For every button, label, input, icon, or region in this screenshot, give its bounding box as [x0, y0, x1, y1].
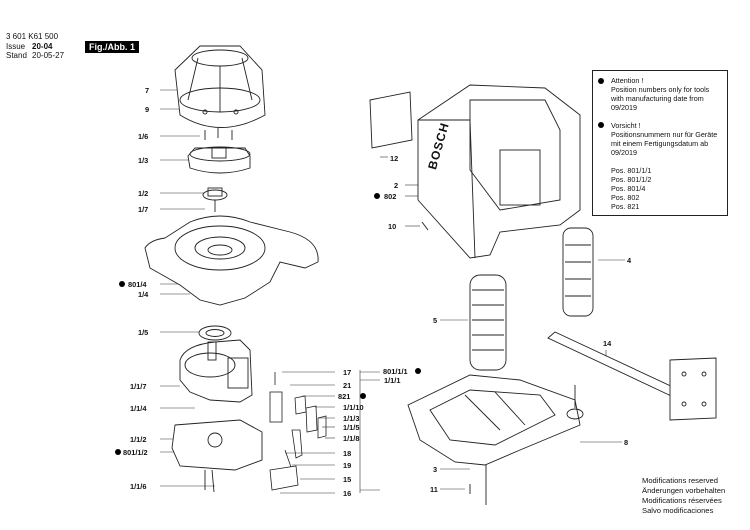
vorsicht-line: 09/2019	[611, 148, 637, 157]
pos-label: 1/1/8	[343, 434, 360, 443]
pos-label: 5	[433, 316, 438, 325]
pos-label: 1/6	[138, 132, 149, 141]
issue-label: Issue	[6, 42, 26, 51]
pos-label: 801/1/1	[383, 367, 408, 376]
bullet-icon	[598, 78, 604, 84]
pos-label: 1/1/2	[130, 435, 147, 444]
part-strip	[547, 331, 717, 421]
pos-label: 1/1/3	[343, 414, 360, 423]
pos-label: 18	[343, 449, 352, 458]
pos-label: 1/1/1	[384, 376, 401, 385]
part-housing	[417, 84, 581, 259]
bullet-icon	[598, 122, 604, 128]
footer-line: Modifications reserved	[642, 476, 718, 485]
pos-label: 19	[343, 461, 352, 470]
attention-line: with manufacturing date from	[611, 94, 704, 103]
pos-label: 15	[343, 475, 352, 484]
pos-label: 21	[343, 381, 352, 390]
part-label-sheet	[369, 91, 413, 149]
attention-line: 09/2019	[611, 103, 637, 112]
pos-label: 801/1/2	[123, 448, 148, 457]
bullet-icon	[119, 281, 125, 287]
position-item: Pos. 801/1/1	[611, 166, 652, 175]
position-item: Pos. 821	[611, 202, 640, 211]
part-small-gear	[202, 187, 228, 212]
part-bellows	[469, 274, 507, 371]
pos-label: 1/3	[138, 156, 149, 165]
pos-label: 12	[390, 154, 399, 163]
part-circuit-board	[171, 419, 263, 493]
stand-label: Stand	[6, 51, 27, 60]
footer-line: Modifications réservées	[642, 496, 722, 505]
part-hood	[174, 45, 266, 128]
stand-value: 20-05-27	[32, 51, 65, 60]
pos-label: 1/5	[138, 328, 149, 337]
issue-value: 20-04	[32, 42, 53, 51]
pos-label: 1/1/10	[343, 403, 364, 412]
position-item: Pos. 801/4	[611, 184, 646, 193]
bullet-icon	[115, 449, 121, 455]
pos-label: 1/2	[138, 189, 149, 198]
footer-notes: Modifications reserved Änderungen vorbeh…	[642, 476, 725, 516]
pos-label: 14	[603, 339, 612, 348]
pos-label: 2	[394, 181, 399, 190]
position-item: Pos. 802	[611, 193, 640, 202]
part-head	[187, 128, 251, 174]
pos-label: 1/1/4	[130, 404, 147, 413]
pos-label: 1/7	[138, 205, 149, 214]
pos-label: 1/1/7	[130, 382, 147, 391]
pos-label: 821	[338, 392, 351, 401]
pos-label: 11	[430, 485, 438, 494]
bullet-icon	[415, 368, 421, 374]
part-screws	[421, 221, 487, 505]
part-base	[407, 374, 584, 466]
vorsicht-line: mit einem Fertigungsdatum ab	[611, 139, 709, 148]
pos-label: 16	[343, 489, 352, 498]
pos-label: 1/1/6	[130, 482, 147, 491]
document-number: 3 601 K61 500	[6, 32, 59, 41]
position-item: Pos. 801/1/2	[611, 175, 652, 184]
footer-line: Änderungen vorbehalten	[642, 486, 726, 495]
pos-label: 8	[624, 438, 629, 447]
bullet-icon	[374, 193, 380, 199]
vorsicht-line: Positionsnummern nur für Geräte	[611, 130, 718, 139]
pos-label: 802	[384, 192, 397, 201]
part-roll	[562, 227, 594, 317]
notice-box: Attention ! Position numbers only for to…	[592, 70, 728, 216]
part-small-components	[269, 372, 327, 491]
attention-title: Attention !	[611, 76, 644, 85]
attention-line: Position numbers only for tools	[611, 85, 710, 94]
footer-line: Salvo modificaciones	[642, 506, 714, 515]
part-base-plate	[144, 215, 319, 306]
pos-label: 801/4	[128, 280, 147, 289]
part-ring	[198, 325, 232, 341]
figure-label: Fig./Abb. 1	[85, 41, 139, 53]
pos-label: 1/4	[138, 290, 149, 299]
vorsicht-title: Vorsicht !	[611, 121, 641, 130]
pos-label: 7	[145, 86, 150, 95]
part-motor-unit	[179, 339, 253, 403]
pos-label: 3	[433, 465, 438, 474]
pos-label: 17	[343, 368, 352, 377]
pos-label: 4	[627, 256, 632, 265]
bullet-icon	[360, 393, 366, 399]
pos-label: 10	[388, 222, 397, 231]
pos-label: 9	[145, 105, 150, 114]
pos-label: 1/1/5	[343, 423, 360, 432]
